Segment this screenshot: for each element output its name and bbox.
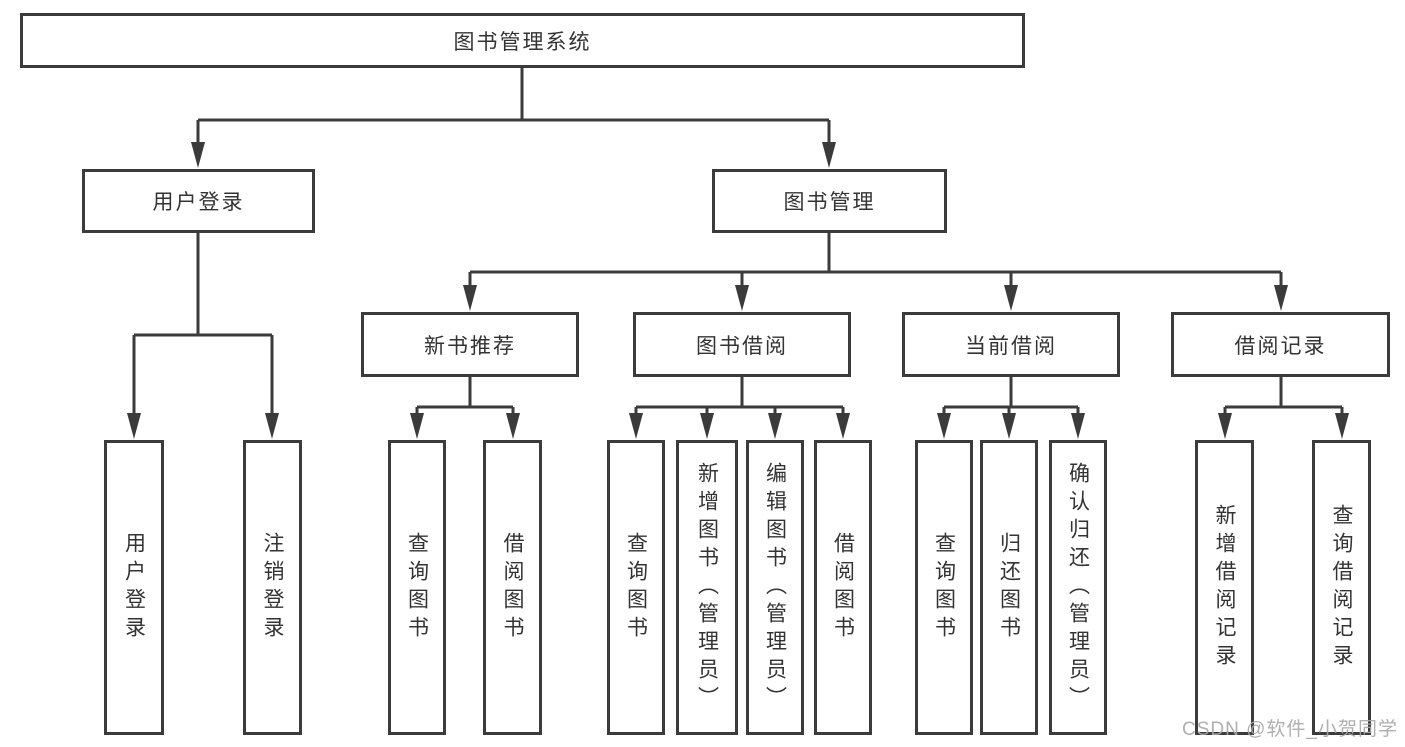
leaf-current-confirm-return-admin: 确认归还（管理员） (1049, 440, 1107, 735)
node-book-borrowing: 图书借阅 (633, 312, 851, 377)
leaf-recommend-query-books: 查询图书 (388, 440, 446, 735)
node-new-book-recommend: 新书推荐 (361, 312, 579, 377)
node-root: 图书管理系统 (20, 13, 1025, 68)
leaf-current-query-books: 查询图书 (915, 440, 973, 735)
node-current-borrowing: 当前借阅 (902, 312, 1120, 377)
node-book-management: 图书管理 (712, 169, 947, 233)
leaf-logout: 注销登录 (243, 440, 302, 735)
leaf-records-query-record: 查询借阅记录 (1312, 440, 1371, 735)
leaf-user-login: 用户登录 (104, 440, 164, 735)
leaf-records-add-record: 新增借阅记录 (1195, 440, 1254, 735)
node-borrowing-records: 借阅记录 (1171, 312, 1390, 377)
leaf-current-return-books: 归还图书 (980, 440, 1038, 735)
leaf-recommend-borrow-books: 借阅图书 (483, 440, 542, 735)
csdn-watermark: CSDN @软件_小贺同学 (1182, 719, 1398, 740)
leaf-borrowing-edit-books-admin: 编辑图书（管理员） (746, 440, 804, 735)
node-user-login: 用户登录 (82, 169, 315, 233)
arrowheads (127, 142, 1349, 439)
leaf-borrowing-borrow-books: 借阅图书 (814, 440, 872, 735)
leaf-borrowing-query-books: 查询图书 (607, 440, 665, 735)
leaf-borrowing-add-books-admin: 新增图书（管理员） (676, 440, 738, 735)
